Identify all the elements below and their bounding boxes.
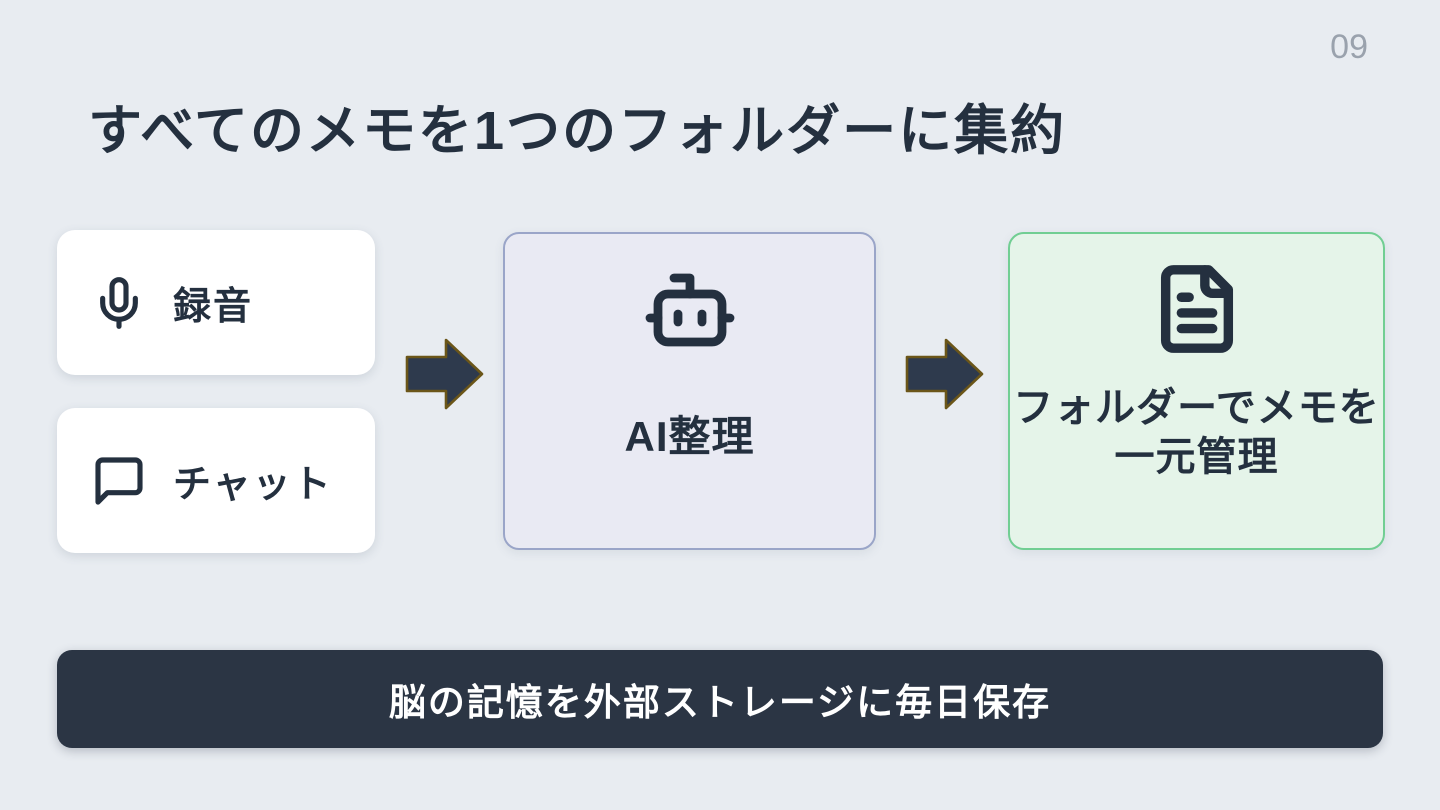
arrow-right-icon <box>405 337 485 411</box>
page-number: 09 <box>1330 28 1368 66</box>
microphone-icon <box>91 275 147 331</box>
card-ai-organize-text: AI整理 <box>505 382 874 484</box>
card-folder-management-text: フォルダーでメモを 一元管理 <box>1010 382 1383 484</box>
card-recording: 録音 <box>57 230 375 375</box>
arrow-right-icon <box>905 337 985 411</box>
document-icon <box>1150 262 1244 361</box>
card-ai-organize: AI整理 <box>503 232 876 550</box>
robot-icon <box>642 262 738 363</box>
footer-label: 脳の記憶を外部ストレージに毎日保存 <box>388 682 1052 723</box>
card-folder-management-label-line2: 一元管理 <box>1114 435 1279 479</box>
footer-banner: 脳の記憶を外部ストレージに毎日保存 <box>57 650 1383 748</box>
chat-bubble-icon <box>91 453 147 509</box>
card-folder-management-label-line1: フォルダーでメモを <box>1013 386 1380 431</box>
card-ai-organize-label: AI整理 <box>624 412 755 460</box>
card-recording-label: 録音 <box>173 286 254 328</box>
card-folder-management: フォルダーでメモを 一元管理 <box>1008 232 1385 550</box>
card-chat: チャット <box>57 408 375 553</box>
page-title: すべてのメモを1つのフォルダーに集約 <box>88 101 1067 161</box>
card-chat-label: チャット <box>173 464 333 506</box>
